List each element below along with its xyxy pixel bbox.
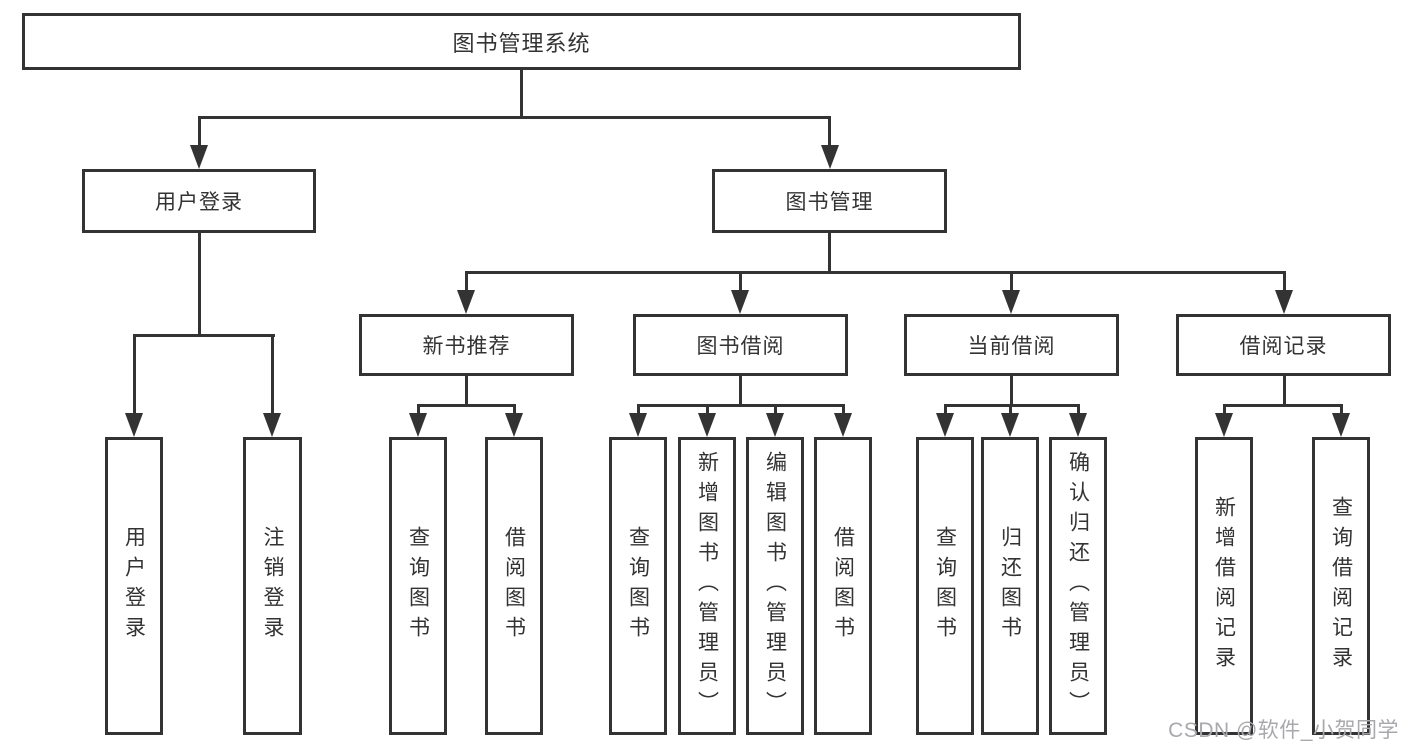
connector-hline — [943, 404, 1080, 407]
connector-hline — [636, 404, 845, 407]
node-current-borrowing: 当前借阅 — [904, 314, 1119, 376]
leaf-add-books-admin: 新增图书（管理员） — [678, 437, 736, 735]
arrowhead-down-icon — [190, 145, 208, 169]
leaf-query-borrow-record: 查询借阅记录 — [1312, 437, 1370, 735]
connector-vline — [197, 233, 201, 336]
node-user-login-branch-label: 用户登录 — [155, 191, 243, 214]
arrowhead-down-icon — [936, 413, 954, 437]
arrowhead-down-icon — [409, 413, 427, 437]
arrowhead-down-icon — [263, 413, 281, 437]
connector-vline — [464, 376, 468, 406]
connector-vline — [512, 404, 516, 415]
connector-vline — [1008, 404, 1012, 415]
leaf-query-books-current: 查询图书 — [916, 437, 974, 735]
connector-vline — [1282, 271, 1286, 291]
arrowhead-down-icon — [629, 413, 647, 437]
connector-vline — [738, 271, 742, 291]
node-borrowing-records-label: 借阅记录 — [1239, 335, 1328, 358]
leaf-borrow-books-borrowing-label: 借阅图书 — [831, 526, 855, 646]
leaf-confirm-return-admin-label: 确认归还（管理员） — [1066, 451, 1090, 721]
arrowhead-down-icon — [766, 413, 784, 437]
arrowhead-down-icon — [698, 413, 716, 437]
arrowhead-down-icon — [505, 413, 523, 437]
node-library-system: 图书管理系统 — [22, 13, 1021, 70]
connector-vline — [197, 116, 201, 147]
node-book-borrowing: 图书借阅 — [633, 314, 848, 376]
arrowhead-down-icon — [731, 290, 749, 314]
leaf-query-books-recommend: 查询图书 — [389, 437, 447, 735]
connector-vline — [1339, 404, 1343, 415]
connector-vline — [943, 404, 947, 415]
connector-vline — [1076, 404, 1080, 415]
leaf-add-borrow-record-label: 新增借阅记录 — [1212, 496, 1236, 676]
node-new-book-recommendation: 新书推荐 — [359, 314, 574, 376]
arrowhead-down-icon — [1002, 290, 1020, 314]
watermark-text: CSDN @软件_小贺同学 — [1168, 719, 1399, 742]
connector-hline — [416, 404, 516, 407]
connector-hline — [132, 334, 275, 337]
arrowhead-down-icon — [820, 145, 839, 169]
leaf-edit-books-admin: 编辑图书（管理员） — [746, 437, 804, 735]
node-book-management-label: 图书管理 — [785, 191, 874, 214]
node-library-system-label: 图书管理系统 — [452, 30, 591, 56]
leaf-query-borrow-record-label: 查询借阅记录 — [1329, 496, 1353, 676]
node-user-login-branch: 用户登录 — [82, 169, 316, 233]
leaf-add-borrow-record: 新增借阅记录 — [1195, 437, 1253, 735]
leaf-return-books-label: 归还图书 — [998, 526, 1022, 646]
node-book-management: 图书管理 — [712, 169, 947, 233]
connector-vline — [828, 116, 831, 147]
node-current-borrowing-label: 当前借阅 — [967, 335, 1056, 358]
node-borrowing-records: 借阅记录 — [1176, 314, 1391, 376]
leaf-user-login-label: 用户登录 — [122, 526, 146, 646]
connector-vline — [132, 334, 136, 413]
arrowhead-down-icon — [125, 413, 143, 437]
connector-vline — [636, 404, 640, 415]
leaf-logout: 注销登录 — [243, 437, 302, 735]
connector-vline — [705, 404, 709, 415]
leaf-query-books-borrowing: 查询图书 — [609, 437, 667, 735]
connector-vline — [464, 271, 468, 291]
leaf-return-books: 归还图书 — [981, 437, 1039, 735]
connector-vline — [1009, 271, 1013, 291]
leaf-logout-label: 注销登录 — [261, 526, 284, 646]
node-new-book-recommendation-label: 新书推荐 — [422, 335, 511, 358]
connector-vline — [520, 69, 523, 119]
arrowhead-down-icon — [1215, 413, 1233, 437]
connector-hline — [197, 116, 831, 119]
connector-vline — [841, 404, 845, 415]
leaf-edit-books-admin-label: 编辑图书（管理员） — [763, 451, 787, 721]
connector-vline — [828, 233, 831, 274]
connector-vline — [738, 376, 742, 406]
connector-vline — [773, 404, 777, 415]
leaf-confirm-return-admin: 确认归还（管理员） — [1049, 437, 1107, 735]
connector-vline — [270, 334, 274, 413]
connector-vline — [1282, 376, 1286, 406]
leaf-add-books-admin-label: 新增图书（管理员） — [695, 451, 719, 721]
connector-vline — [416, 404, 420, 415]
leaf-borrow-books-recommend-label: 借阅图书 — [502, 526, 526, 646]
arrowhead-down-icon — [834, 413, 852, 437]
leaf-user-login: 用户登录 — [105, 437, 163, 735]
connector-hline — [464, 271, 1285, 274]
arrowhead-down-icon — [1275, 290, 1293, 314]
connector-vline — [1222, 404, 1226, 415]
connector-hline — [1222, 404, 1343, 407]
leaf-query-books-recommend-label: 查询图书 — [406, 526, 430, 646]
connector-vline — [1009, 376, 1013, 406]
leaf-query-books-current-label: 查询图书 — [933, 526, 957, 646]
arrowhead-down-icon — [1001, 413, 1019, 437]
arrowhead-down-icon — [457, 290, 475, 314]
node-book-borrowing-label: 图书借阅 — [696, 335, 785, 358]
arrowhead-down-icon — [1069, 413, 1087, 437]
arrowhead-down-icon — [1332, 413, 1350, 437]
leaf-query-books-borrowing-label: 查询图书 — [626, 526, 650, 646]
leaf-borrow-books-borrowing: 借阅图书 — [814, 437, 872, 735]
leaf-borrow-books-recommend: 借阅图书 — [485, 437, 543, 735]
